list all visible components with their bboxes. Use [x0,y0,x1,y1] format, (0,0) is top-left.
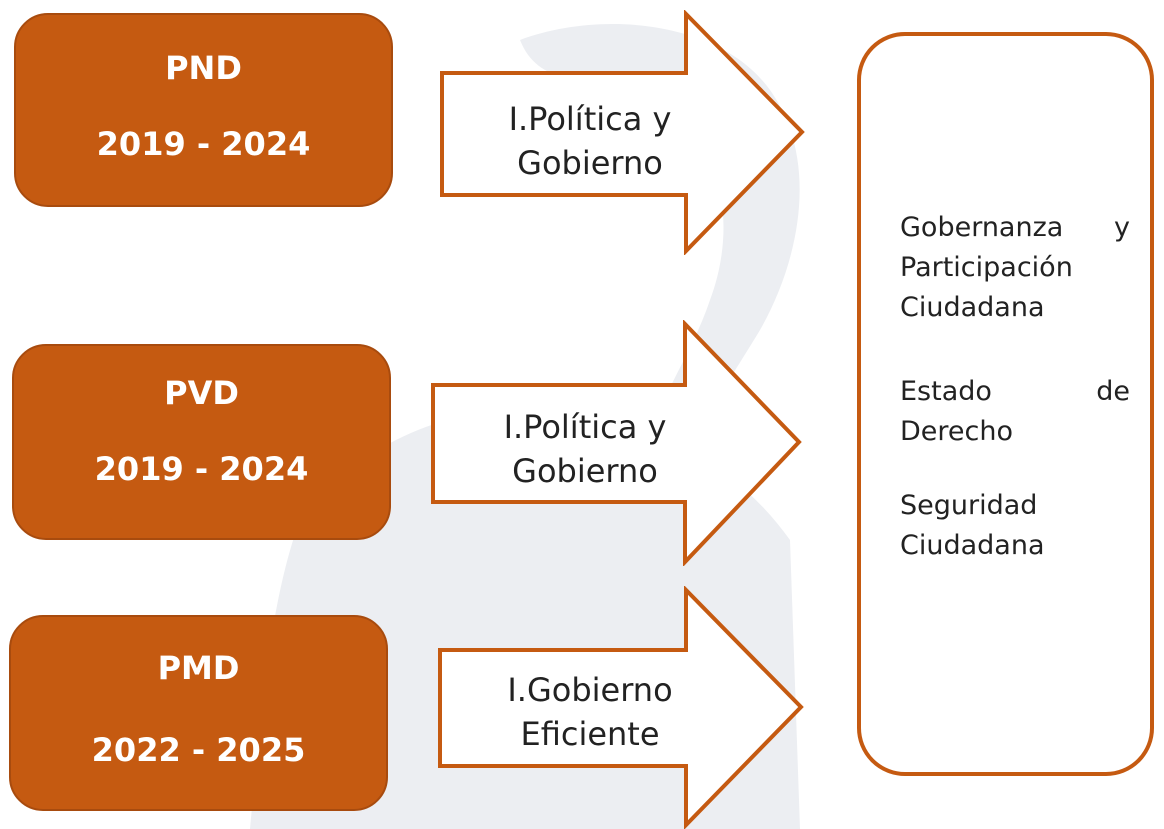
topic-gobernanza: Gobernanza y Participación Ciudadana [900,208,1130,328]
arrow-shape-2 [431,320,802,566]
topic-line: Estado de [900,376,1130,407]
arrow-label-line: I.Política y [503,408,667,446]
arrow-shape-3 [438,586,804,829]
topic-line: Participación [900,252,1073,283]
alignment-target-box [857,32,1154,776]
plan-code: PVD [164,374,239,412]
plan-box-pnd: PND 2019 - 2024 [14,13,393,207]
arrow-label-line: Gobierno [517,144,663,182]
arrow-shape-1 [440,10,805,255]
arrow-label-line: I.Política y [508,100,672,138]
arrow-label-line: Gobierno [512,452,658,490]
plan-code: PMD [157,649,240,687]
arrow-label-2: I.Política y Gobierno [465,405,705,493]
arrow-label-line: Eficiente [520,715,660,753]
plan-years: 2019 - 2024 [94,450,309,488]
plan-box-pvd: PVD 2019 - 2024 [12,344,391,540]
arrow-label-3: I.Gobierno Eficiente [470,668,710,756]
plan-years: 2019 - 2024 [96,125,311,163]
topic-line: Derecho [900,416,1013,447]
plan-years: 2022 - 2025 [91,731,306,769]
topic-estado-derecho: Estado de Derecho [900,372,1130,452]
topic-line: Ciudadana [900,530,1045,561]
plan-code: PND [165,49,242,87]
arrow-label-1: I.Política y Gobierno [470,97,710,185]
arrow-label-line: I.Gobierno [507,671,673,709]
plan-box-pmd: PMD 2022 - 2025 [9,615,388,811]
topic-line: Gobernanza y [900,212,1130,243]
topic-line: Seguridad [900,490,1038,521]
topic-line: Ciudadana [900,292,1045,323]
topic-seguridad: Seguridad Ciudadana [900,486,1130,566]
